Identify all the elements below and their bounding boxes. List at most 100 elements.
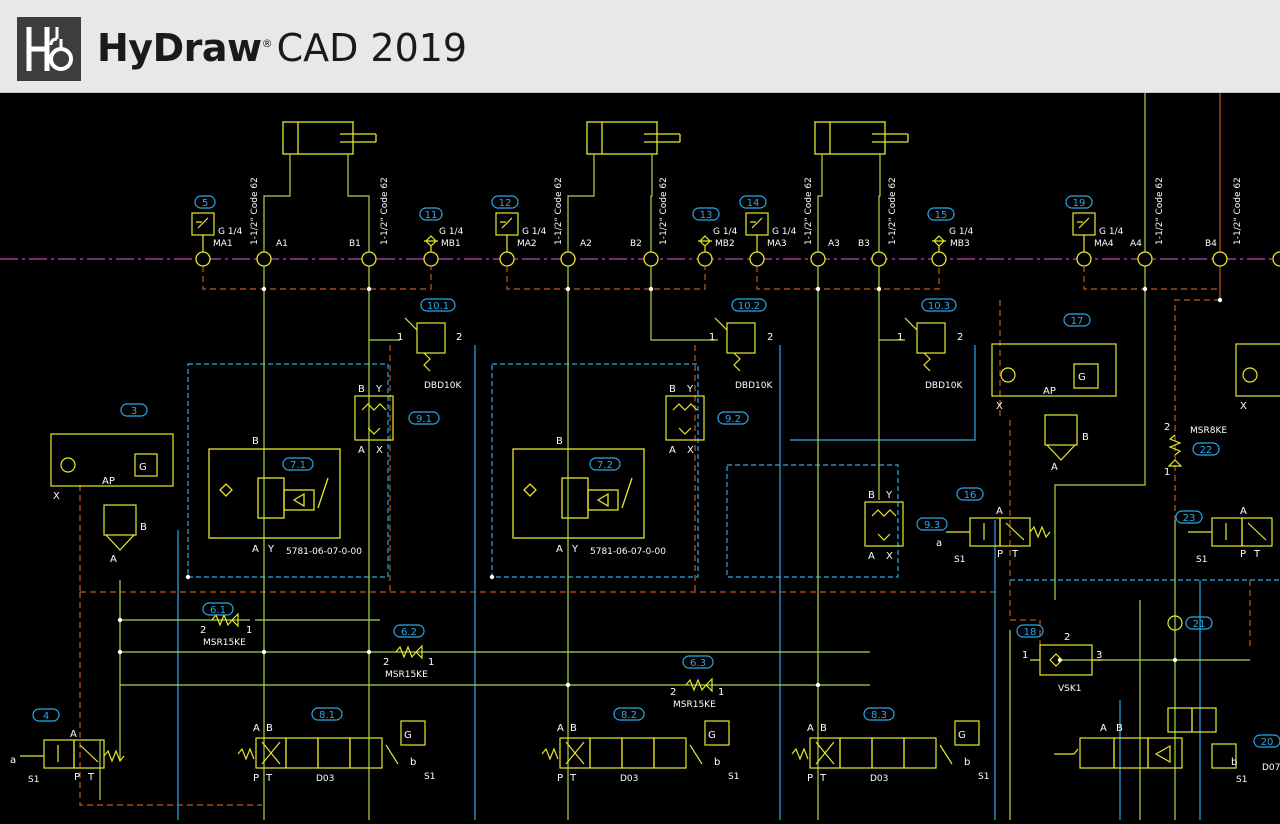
port-letter: Y — [686, 384, 694, 395]
tag-23: 23 — [1183, 513, 1196, 524]
pressure-reducer-partial — [1235, 343, 1280, 397]
port-letter: A — [1051, 462, 1058, 473]
port-letter: A — [557, 723, 564, 734]
check-cartridges — [354, 395, 904, 547]
port-label-b3: B3 — [858, 239, 870, 249]
port-code-label: 1-1/2" Code 62 — [888, 177, 898, 245]
port-letter: A — [807, 723, 814, 734]
port-letter: Y — [267, 544, 275, 555]
port-letter: X — [687, 445, 694, 456]
port-letter: A — [556, 544, 563, 555]
port-label-g14: G 1/4 — [1099, 227, 1124, 237]
d03-valve-8-3 — [791, 720, 980, 769]
port-number: 1 — [1164, 467, 1170, 478]
port-letter: P — [997, 549, 1003, 560]
port-number: 2 — [456, 332, 462, 343]
tag-13: 13 — [700, 210, 713, 221]
port-number: 2 — [1164, 422, 1170, 433]
pressure-transducers — [191, 212, 1096, 252]
part-label-msr: MSR15KE — [385, 670, 428, 680]
port-number: 2 — [957, 332, 963, 343]
d03-valve-8-1 — [237, 720, 426, 769]
drawing-canvas[interactable]: 1-1/2" Code 62 1-1/2" Code 62 1-1/2" Cod… — [0, 93, 1280, 820]
app-year: 2019 — [370, 26, 468, 70]
tag-14: 14 — [747, 198, 760, 209]
port-number: 1 — [428, 657, 434, 668]
port-letter: G — [708, 730, 716, 741]
port-number: 3 — [1096, 650, 1102, 661]
port-label-a1: A1 — [276, 239, 288, 249]
port-letter: b — [410, 757, 416, 768]
port-number: 2 — [1064, 632, 1070, 643]
port-letter: B — [669, 384, 676, 395]
tag-3: 3 — [131, 406, 137, 417]
port-letter: Y — [375, 384, 383, 395]
tag-5: 5 — [202, 198, 208, 209]
port-code-label: 1-1/2" Code 62 — [554, 177, 564, 245]
port-number: 2 — [383, 657, 389, 668]
port-code-label: 1-1/2" Code 62 — [250, 177, 260, 245]
port-letter: G — [404, 730, 412, 741]
part-label-valve-block: 5781-06-07-0-00 — [286, 547, 362, 557]
port-label-mb1: MB1 — [441, 239, 461, 249]
tag-6-3: 6.3 — [690, 658, 706, 669]
part-label-s1: S1 — [1196, 555, 1207, 565]
port-letter: A — [1100, 723, 1107, 734]
port-letter: G — [1078, 372, 1086, 383]
drain-solid-lines — [177, 345, 1201, 820]
port-code-label: 1-1/2" Code 62 — [1233, 177, 1243, 245]
port-letter: P — [807, 773, 813, 784]
test-point-couplings — [424, 235, 946, 252]
port-label-a4: A4 — [1130, 239, 1142, 249]
valve-block-7-2 — [512, 448, 645, 539]
port-letter: A — [1240, 506, 1247, 517]
check-valves — [211, 434, 1183, 693]
hydraw-logo-icon — [17, 17, 81, 81]
flow-indicator-21 — [1167, 615, 1183, 631]
tag-4: 4 — [43, 711, 49, 722]
cylinder-hoses — [263, 154, 881, 259]
port-label-mb3: MB3 — [950, 239, 970, 249]
part-label-d07: D07 — [1262, 763, 1280, 773]
port-letter: Y — [571, 544, 579, 555]
port-code-label: 1-1/2" Code 62 — [1155, 177, 1165, 245]
port-letter: X — [996, 401, 1003, 412]
port-number: 2 — [670, 687, 676, 698]
part-label-dbd: DBD10K — [925, 381, 963, 391]
port-letter: X — [1240, 401, 1247, 412]
port-label-g14: G 1/4 — [439, 227, 464, 237]
port-letter: P — [74, 772, 80, 783]
port-code-label: 1-1/2" Code 62 — [804, 177, 814, 245]
directional-valve-4 — [20, 739, 125, 769]
port-label-mb2: MB2 — [715, 239, 735, 249]
port-letter: a — [10, 755, 16, 766]
part-label-s1: S1 — [978, 772, 989, 782]
port-number: 1 — [397, 332, 403, 343]
port-letter: b — [714, 757, 720, 768]
port-number: 1 — [1022, 650, 1028, 661]
pressure-reducer-3 — [50, 433, 174, 551]
part-label-valve-block: 5781-06-07-0-00 — [590, 547, 666, 557]
app-brand: HyDraw — [97, 26, 262, 70]
port-letter: T — [569, 773, 577, 784]
hydraulic-schematic[interactable]: 1-1/2" Code 62 1-1/2" Code 62 1-1/2" Cod… — [0, 93, 1280, 820]
port-number: 1 — [246, 625, 252, 636]
d03-valve-8-2 — [541, 720, 730, 769]
tag-19: 19 — [1073, 198, 1086, 209]
port-label-a3: A3 — [828, 239, 840, 249]
shuttle-valve-vsk1 — [1030, 644, 1102, 676]
part-label-s1: S1 — [28, 775, 39, 785]
part-label-d03: D03 — [620, 774, 638, 784]
port-letter: B — [556, 436, 563, 447]
directional-valve-23 — [1188, 517, 1273, 547]
port-letter: A — [110, 554, 117, 565]
port-letter: B — [868, 490, 875, 501]
port-letter: B — [252, 436, 259, 447]
tag-8-2: 8.2 — [621, 710, 637, 721]
port-code-label: 1-1/2" Code 62 — [380, 177, 390, 245]
port-label-g14: G 1/4 — [218, 227, 243, 237]
tag-6-1: 6.1 — [210, 605, 226, 616]
port-letter: B — [820, 723, 827, 734]
tag-15: 15 — [935, 210, 948, 221]
